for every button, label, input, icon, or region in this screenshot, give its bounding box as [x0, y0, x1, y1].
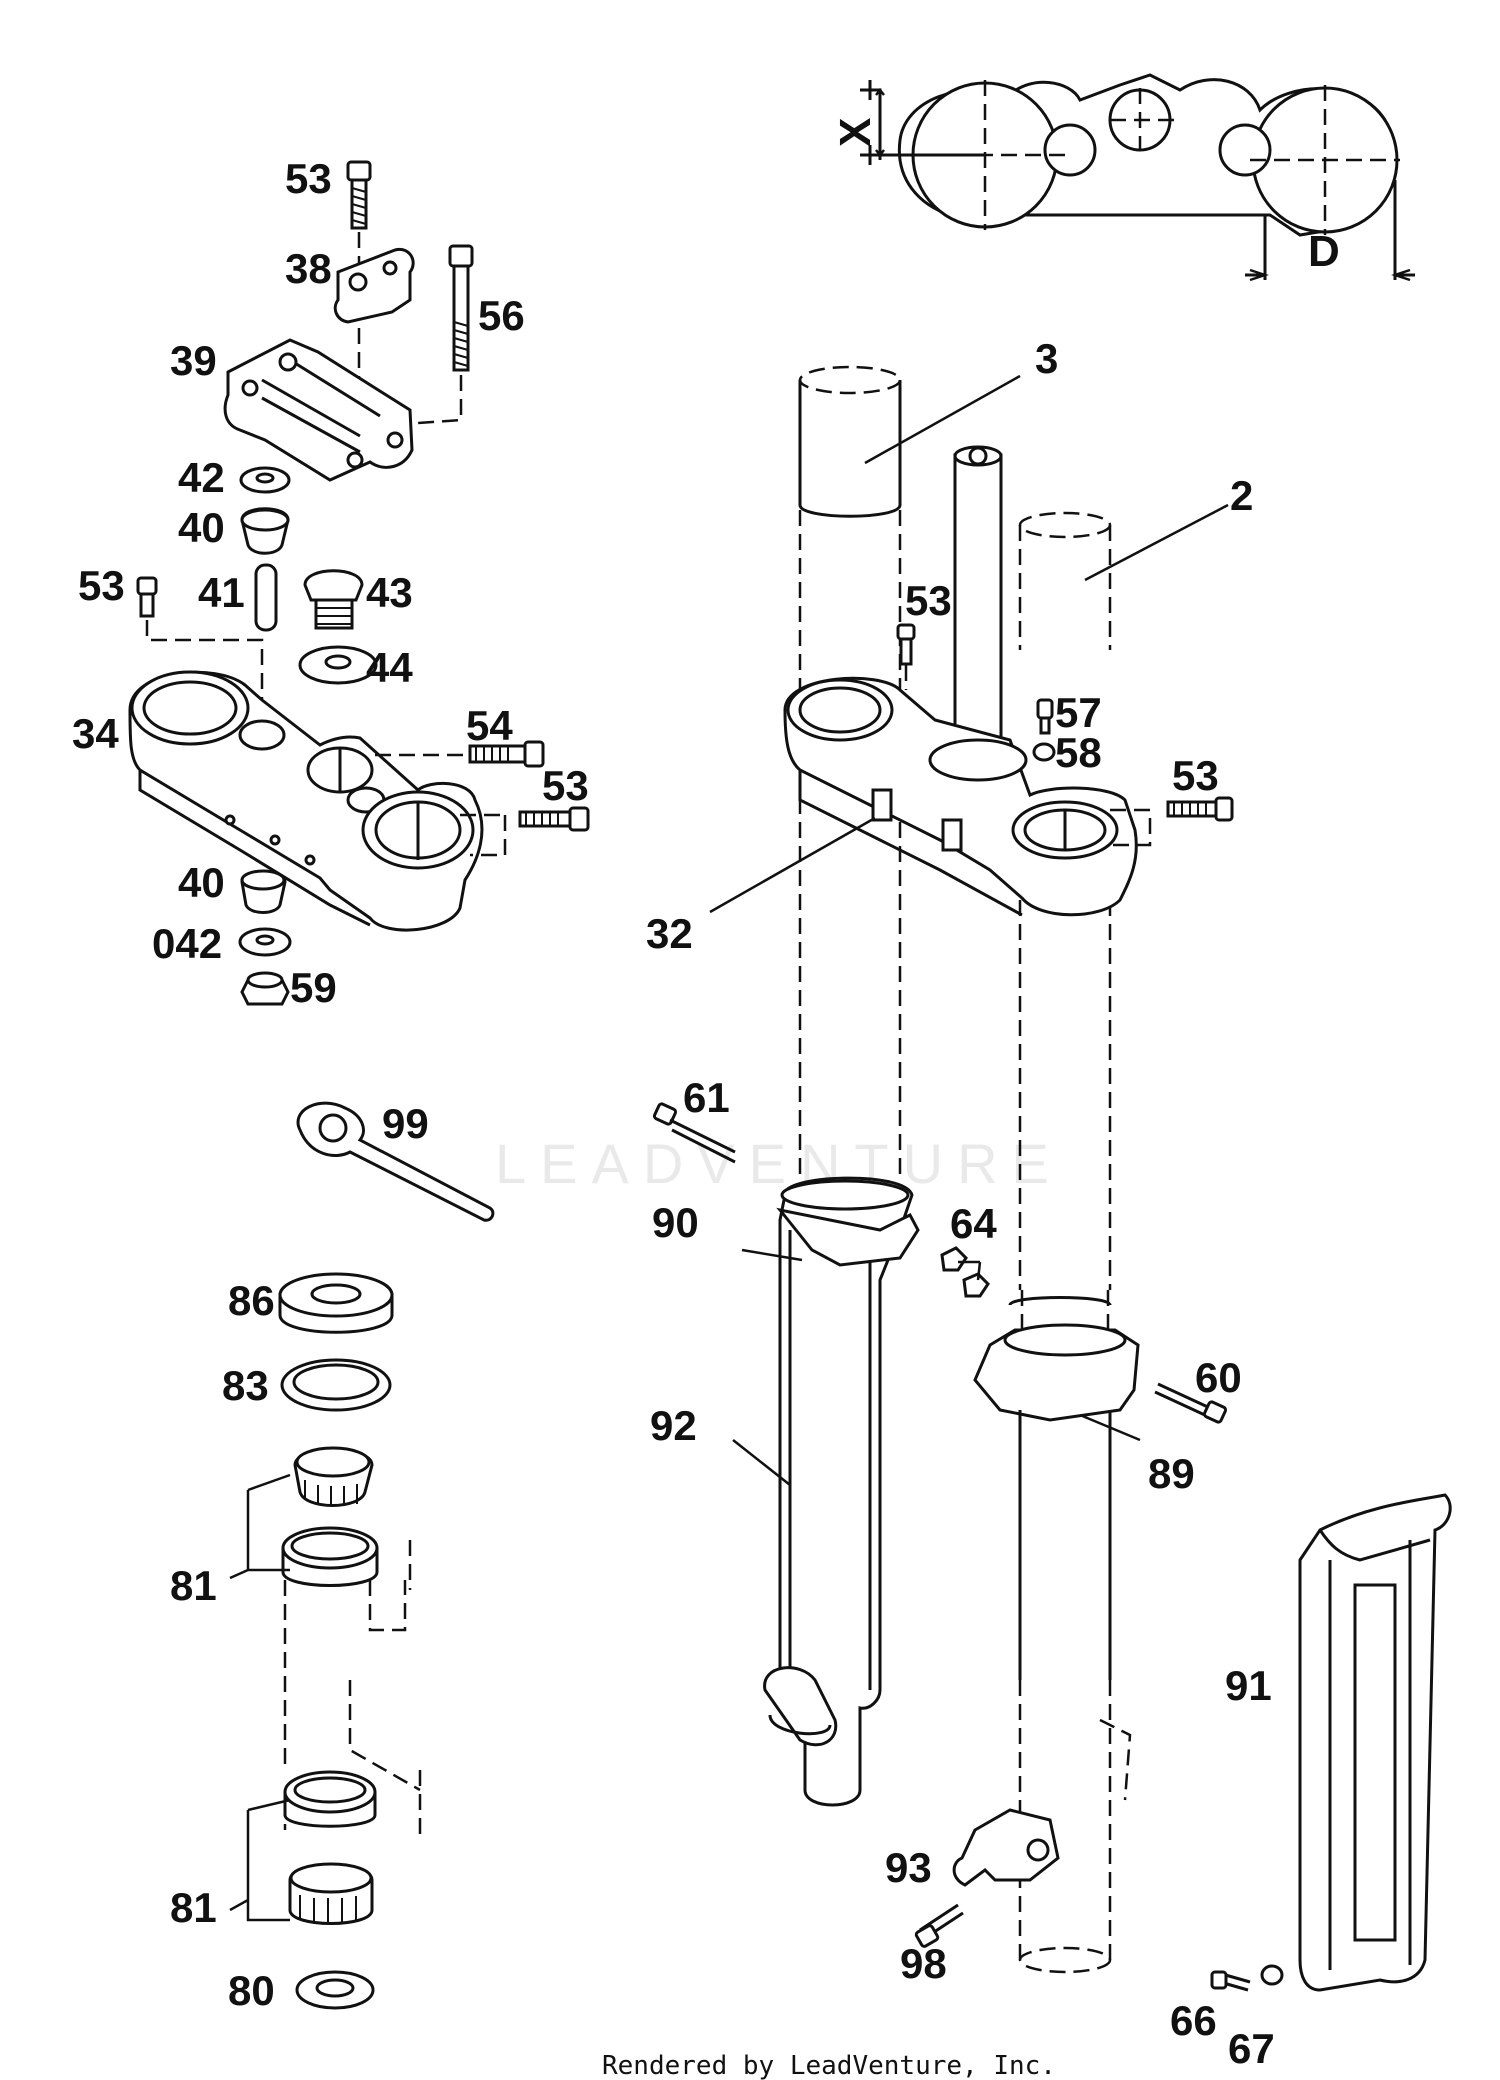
label-86: 86 [228, 1277, 275, 1324]
label-81-bot: 81 [170, 1884, 217, 1931]
label-42: 42 [178, 454, 225, 501]
label-40-low: 40 [178, 859, 225, 906]
label-43: 43 [366, 569, 413, 616]
label-83: 83 [222, 1362, 269, 1409]
label-80: 80 [228, 1967, 275, 2014]
label-56: 56 [478, 292, 525, 339]
label-61: 61 [683, 1074, 730, 1121]
label-67: 67 [1228, 2025, 1275, 2072]
fork-assembly [652, 365, 1234, 1974]
handlebar-clamp-group [136, 160, 474, 700]
label-57: 57 [1055, 689, 1102, 736]
label-3: 3 [1035, 335, 1058, 382]
footer-credit: Rendered by LeadVenture, Inc. [602, 2051, 1056, 2080]
dimension-d-label: D [1308, 227, 1340, 276]
triple-clamp-top-view: X D [831, 73, 1415, 282]
label-54: 54 [466, 702, 513, 749]
label-60: 60 [1195, 1354, 1242, 1401]
lower-triple-clamp [128, 670, 590, 1006]
label-39: 39 [170, 337, 217, 384]
spanner-and-bearings [229, 1101, 495, 2010]
label-34: 34 [72, 710, 119, 757]
label-81-top: 81 [170, 1562, 217, 1609]
leader-lines [709, 374, 1229, 1486]
label-53-stem: 53 [905, 577, 952, 624]
label-59: 59 [290, 964, 337, 1011]
label-89: 89 [1148, 1450, 1195, 1497]
label-93: 93 [885, 1844, 932, 1891]
label-90: 90 [652, 1199, 699, 1246]
label-53-left: 53 [78, 562, 125, 609]
label-042: 042 [152, 920, 222, 967]
label-44: 44 [366, 644, 413, 691]
fork-guard [1210, 1493, 1452, 1992]
label-98: 98 [900, 1940, 947, 1987]
label-58: 58 [1055, 729, 1102, 776]
part-labels: 53 38 56 39 42 40 53 41 43 44 34 54 53 4… [72, 155, 1275, 2072]
label-32: 32 [646, 910, 693, 957]
watermark-text: LEADVENTURE [495, 1132, 1063, 1195]
label-41: 41 [198, 569, 245, 616]
label-2: 2 [1230, 472, 1253, 519]
label-66: 66 [1170, 1997, 1217, 2044]
dimension-x-label: X [831, 118, 880, 147]
label-91: 91 [1225, 1662, 1272, 1709]
label-38: 38 [285, 245, 332, 292]
label-53-top: 53 [285, 155, 332, 202]
label-92: 92 [650, 1402, 697, 1449]
label-53-mid: 53 [542, 762, 589, 809]
label-53-right: 53 [1172, 752, 1219, 799]
label-40-top: 40 [178, 504, 225, 551]
label-99: 99 [382, 1100, 429, 1147]
label-64: 64 [950, 1200, 997, 1247]
